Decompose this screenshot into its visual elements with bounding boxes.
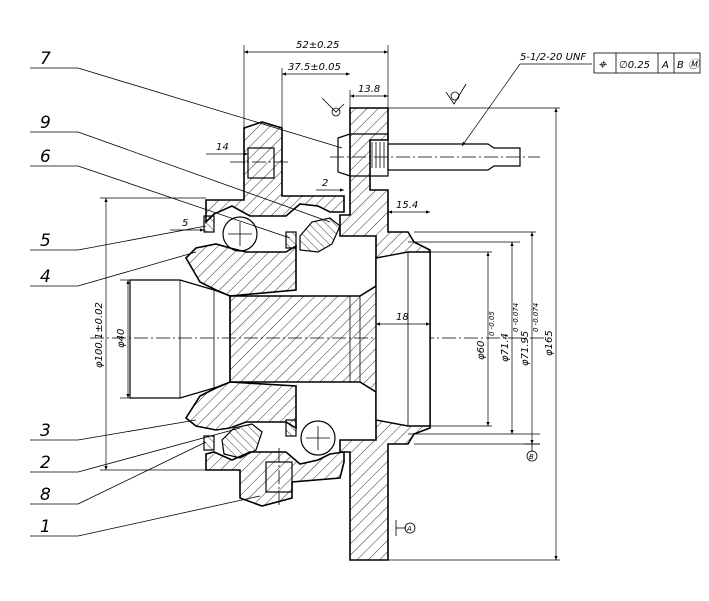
- dim-text-phi40: φ40: [116, 329, 127, 348]
- dim-text-phi60: φ60: [476, 341, 487, 360]
- inner-ring-upper: [184, 243, 297, 297]
- leader-2: [77, 427, 241, 473]
- seal-inner-upper: [285, 231, 297, 249]
- dim-text-15-4: 15.4: [396, 200, 418, 211]
- wheel-stud: [337, 133, 389, 177]
- dim-text-52: 52±0.25: [296, 40, 339, 51]
- fcf-datum-a: A: [661, 60, 669, 71]
- outer-ring-lower: [205, 451, 345, 507]
- thread-leader: [461, 63, 521, 147]
- leader-5: [77, 225, 207, 251]
- hub-bore: [375, 251, 431, 427]
- balloon-6: 6: [40, 147, 51, 167]
- leader-1: [77, 495, 261, 537]
- balloon-8: 8: [40, 485, 51, 505]
- leader-4: [77, 251, 197, 287]
- datum-a-label: A: [406, 525, 412, 533]
- fcf-position-symbol: ⌖: [598, 57, 607, 73]
- dim-text-2: 2: [322, 178, 328, 189]
- balloon-4: 4: [40, 267, 51, 287]
- fcf-datum-b: B: [677, 60, 684, 71]
- leader-6: [77, 165, 291, 239]
- balloon-7: 7: [40, 49, 51, 69]
- fcf-tolerance: ∅0.25: [619, 60, 650, 71]
- surface-finish-circle: [450, 91, 460, 101]
- fcf-modifier: Ⓜ: [688, 58, 701, 71]
- balloon-5: 5: [40, 231, 51, 251]
- surface-finish-symbol-2: [321, 97, 345, 113]
- stud-shank: [387, 143, 521, 171]
- seal-inner-lower: [285, 419, 297, 437]
- balloon-9: 9: [40, 113, 51, 133]
- dim-text-phi60-tol: 0 -0.05: [488, 311, 496, 336]
- outer-ring-upper: [205, 121, 345, 224]
- dim-text-13-8: 13.8: [358, 84, 380, 95]
- leader-7: [77, 67, 343, 149]
- thread-callout: 5-1/2-20 UNF: [520, 52, 586, 63]
- leader-8: [77, 441, 207, 505]
- cage-lower: [221, 423, 263, 459]
- leader-9: [77, 131, 331, 223]
- surface-finish-circle-2: [331, 107, 341, 117]
- inner-ring-lower: [184, 381, 297, 431]
- bolt-hole-upper: [247, 147, 275, 179]
- dim-text-phi71-4: φ71.4: [500, 333, 511, 362]
- dim-text-18: 18: [396, 312, 409, 323]
- datum-a-circle: [404, 522, 416, 534]
- surface-finish-symbol: [445, 83, 467, 105]
- ball-outer-upper: [222, 216, 258, 252]
- dim-text-37-5: 37.5±0.05: [288, 62, 341, 73]
- ball-inner-lower: [300, 420, 336, 456]
- dim-text-phi71-4-tol: 0 -0.074: [512, 303, 520, 332]
- seal-lower: [203, 435, 215, 451]
- dim-text-5: 5: [182, 218, 188, 229]
- leader-3: [77, 419, 197, 441]
- dim-text-phi165: φ165: [544, 330, 555, 356]
- dim-text-14: 14: [216, 142, 229, 153]
- balloon-3: 3: [40, 421, 51, 441]
- balloon-1: 1: [40, 517, 51, 537]
- dim-text-phi71-95-tol: 0 -0.074: [532, 303, 540, 332]
- cage-upper: [299, 217, 341, 253]
- datum-b-circle: [526, 450, 538, 462]
- dim-text-phi100: φ100.1±0.02: [94, 302, 105, 368]
- dim-text-phi71-95: φ71.95: [520, 331, 531, 366]
- datum-b-label: B: [529, 453, 534, 461]
- feature-control-frame: ⌖ ∅0.25 A B Ⓜ: [593, 52, 701, 74]
- seal-upper: [203, 215, 215, 233]
- spindle-bore: [129, 279, 231, 399]
- balloon-2: 2: [40, 453, 51, 473]
